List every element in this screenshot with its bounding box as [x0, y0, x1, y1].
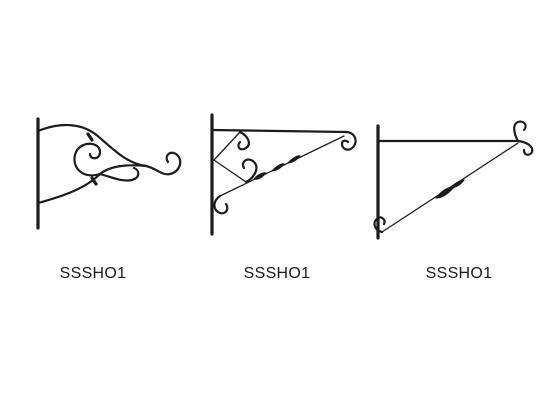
triangular-bracket-image: [210, 113, 357, 236]
product-card-3[interactable]: SSSHO1: [366, 0, 552, 400]
product-card-2[interactable]: SSSHO1: [184, 0, 370, 400]
straight-bracket-image: [373, 120, 534, 240]
product-code: SSSHO1: [425, 265, 493, 282]
product-code: SSSHO1: [59, 265, 127, 282]
product-code: SSSHO1: [243, 265, 311, 282]
scroll-bracket-image: [36, 117, 182, 230]
product-card-1[interactable]: SSSHO1: [0, 0, 186, 400]
